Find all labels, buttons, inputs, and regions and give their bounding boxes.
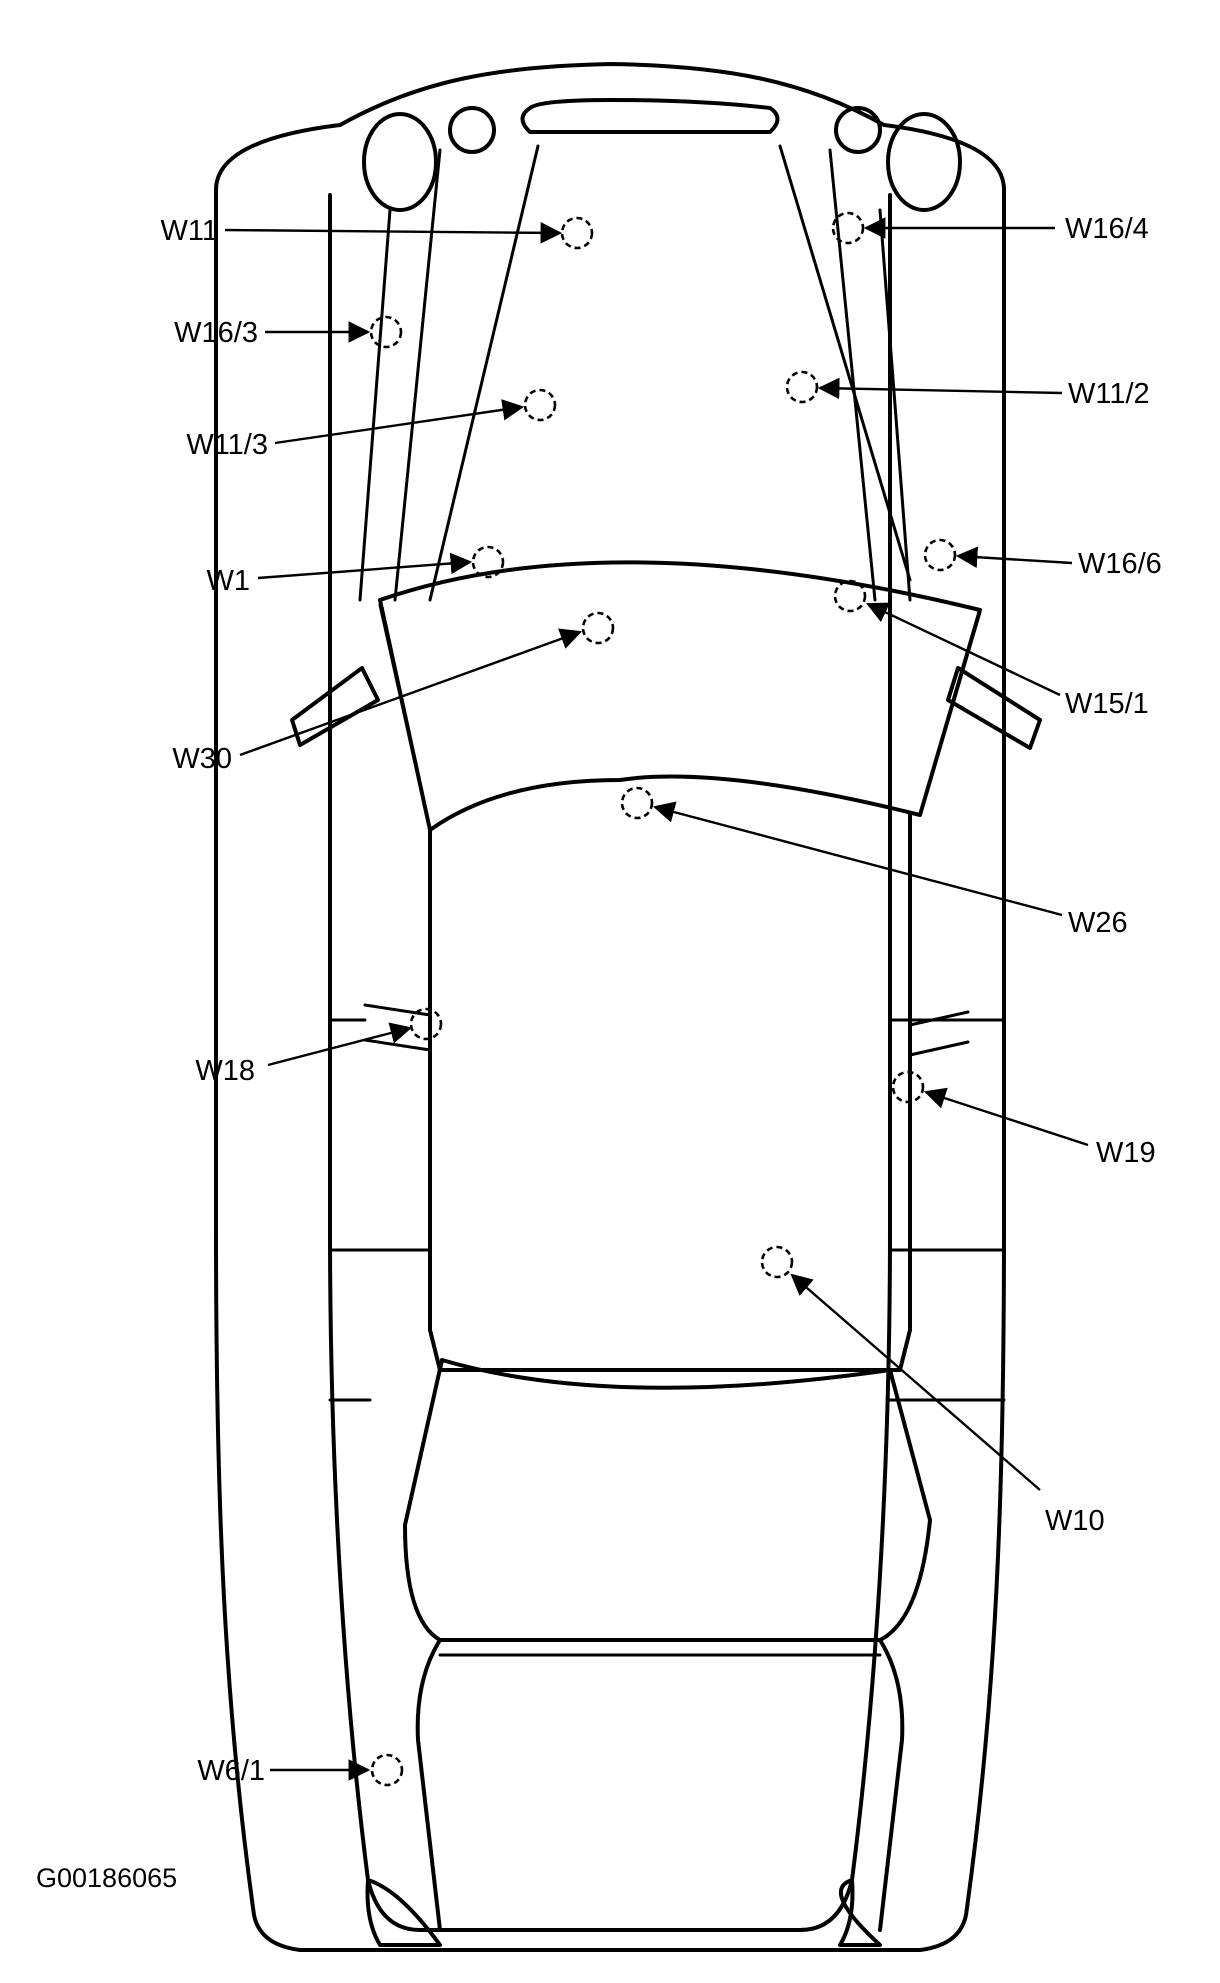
label-w26: W26: [1068, 907, 1128, 939]
leader-w10: [790, 1273, 1041, 1491]
mirror-left: [290, 666, 380, 747]
figure-code: G00186065: [36, 1863, 177, 1893]
label-w18: W18: [195, 1055, 255, 1087]
fender-line-right-a: [878, 208, 912, 602]
fender-line-left-a: [358, 208, 392, 602]
body-outer-outline: [214, 62, 1006, 1952]
label-w6-1: W6/1: [197, 1755, 265, 1787]
door-line-right: [888, 1018, 1006, 1402]
label-w16-6: W16/6: [1078, 548, 1162, 580]
ground-point-w10: [760, 1245, 794, 1279]
ground-point-w18: [409, 1007, 443, 1041]
trunk-lid: [415, 1638, 905, 1932]
leader-w11-3: [274, 399, 525, 445]
ground-point-w26: [620, 786, 654, 820]
leader-w19: [923, 1087, 1089, 1147]
ground-point-w16-6: [923, 538, 957, 572]
a-pillar-left: [378, 603, 432, 832]
leader-w11-2: [817, 377, 1063, 400]
mirror-right: [946, 666, 1042, 750]
ground-point-w11: [560, 216, 594, 250]
label-w11-3: W11/3: [186, 429, 268, 461]
tail-light-right: [838, 1878, 882, 1947]
ground-point-w6-1: [370, 1753, 404, 1787]
b-pillar-right: [908, 1010, 970, 1057]
tail-light-left: [365, 1878, 442, 1947]
label-w11-2: W11/2: [1068, 378, 1150, 410]
ground-point-w11-3: [523, 388, 557, 422]
body-inner-outline: [328, 193, 892, 1932]
fender-line-left-b: [393, 148, 442, 602]
label-w16-4: W16/4: [1065, 213, 1149, 245]
ground-point-w16-4: [831, 211, 865, 245]
cabin-roof: [428, 813, 912, 1372]
windshield: [378, 560, 982, 832]
ground-point-markers: [369, 211, 957, 1787]
label-w11: W11: [161, 215, 218, 247]
ground-point-w11-2: [785, 370, 819, 404]
indicator-right: [834, 106, 882, 154]
front-grille: [520, 98, 780, 134]
label-w10: W10: [1045, 1505, 1105, 1537]
headlight-left: [362, 112, 438, 212]
rear-window: [403, 1358, 932, 1642]
label-w1: W1: [207, 565, 251, 597]
label-w30: W30: [172, 743, 232, 775]
headlight-right: [886, 112, 962, 212]
leader-w26: [652, 801, 1063, 917]
indicator-left: [448, 106, 496, 154]
b-pillar-left: [363, 1003, 432, 1052]
ground-point-w16-3: [369, 315, 403, 349]
fender-line-right-b: [828, 148, 877, 602]
label-w15-1: W15/1: [1065, 688, 1149, 720]
ground-point-w1: [471, 545, 505, 579]
leader-w30: [239, 628, 583, 757]
a-pillar-right: [918, 610, 982, 817]
label-w19: W19: [1096, 1137, 1156, 1169]
ground-point-w19: [891, 1070, 925, 1104]
leader-w15-1: [866, 602, 1061, 697]
leader-w11: [224, 222, 563, 244]
ground-point-w15-1: [833, 579, 867, 613]
leader-w1: [257, 552, 473, 580]
label-w16-3: W16/3: [174, 317, 258, 349]
callout-labels: W11 W16/3 W11/3 W1 W30 W18 W6/1 W16/4 W1…: [36, 213, 1162, 1893]
vehicle-outline: [214, 62, 1042, 1952]
hood-line-left: [428, 144, 540, 602]
leader-w16-6: [955, 546, 1073, 568]
door-line-left: [328, 1018, 432, 1402]
leader-lines: [224, 217, 1089, 1781]
ground-point-w30: [581, 611, 615, 645]
hood-line-right: [778, 144, 912, 582]
leader-w18: [267, 1022, 413, 1067]
